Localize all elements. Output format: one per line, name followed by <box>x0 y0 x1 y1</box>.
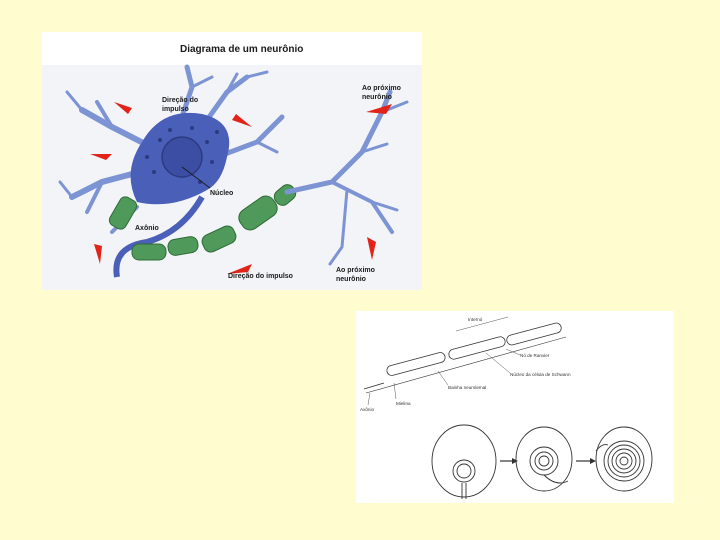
myelin-segment <box>448 336 506 360</box>
label-nucleus: Núcleo <box>210 190 233 197</box>
label-next-neuron-top-1: Ao próximo <box>362 85 401 92</box>
label-next-neuron-bottom-2: neurônio <box>336 276 366 283</box>
arrow-icon <box>512 458 518 464</box>
label-impulse-direction-top-2: impulso <box>162 106 189 113</box>
myelinated-axon <box>363 322 567 394</box>
arrow-icon <box>94 244 102 264</box>
schwann-cell-stage-1 <box>431 424 497 498</box>
label-impulse-direction-bottom: Direção do impulso <box>228 273 293 280</box>
nucleus-shape <box>161 136 203 178</box>
label-schwann-nucleus: Núcleo da célula de Schwann <box>510 372 571 377</box>
cell-body-granules <box>145 126 219 184</box>
label-internode: Internó <box>468 317 483 322</box>
myelin-segments <box>108 184 297 261</box>
label-myelin-sheath: Bainha neurolemal <box>448 385 486 390</box>
label-axon-small: Axônio <box>360 407 374 412</box>
label-impulse-direction-top-1: Direção do <box>162 97 198 104</box>
schwann-cell-wrapping <box>431 424 653 499</box>
schwann-cell-stage-2 <box>515 426 573 492</box>
label-axon: Axônio <box>135 225 159 232</box>
myelin-diagram: Internó Nó de Ranvier Núcleo da célula d… <box>356 311 674 503</box>
myelin-segment <box>506 322 562 346</box>
label-myelin: Mielina <box>396 401 411 406</box>
axon-terminals <box>284 89 409 266</box>
myelin-segment <box>386 352 446 376</box>
label-next-neuron-bottom-1: Ao próximo <box>336 267 375 274</box>
myelin-illustration: Internó Nó de Ranvier Núcleo da célula d… <box>360 316 653 499</box>
arrow-icon <box>367 237 376 260</box>
arrow-icon <box>590 458 596 464</box>
arrow-icon <box>90 154 112 160</box>
neuron-illustration: Diagrama de um neurônio Direção do impul… <box>42 44 422 290</box>
axon-shape <box>113 195 205 278</box>
arrow-icon <box>114 102 132 114</box>
arrow-icon <box>227 264 252 274</box>
impulse-arrows <box>90 102 392 274</box>
arrow-icon <box>366 104 392 114</box>
diagram-title: Diagrama de um neurônio <box>180 44 303 55</box>
neuron-diagram: Diagrama de um neurônio Direção do impul… <box>42 32 422 290</box>
arrow-icon <box>232 114 252 127</box>
schwann-cell-stage-3 <box>595 426 653 492</box>
label-node-of-ranvier: Nó de Ranvier <box>520 353 550 358</box>
label-next-neuron-top-2: neurônio <box>362 94 392 101</box>
